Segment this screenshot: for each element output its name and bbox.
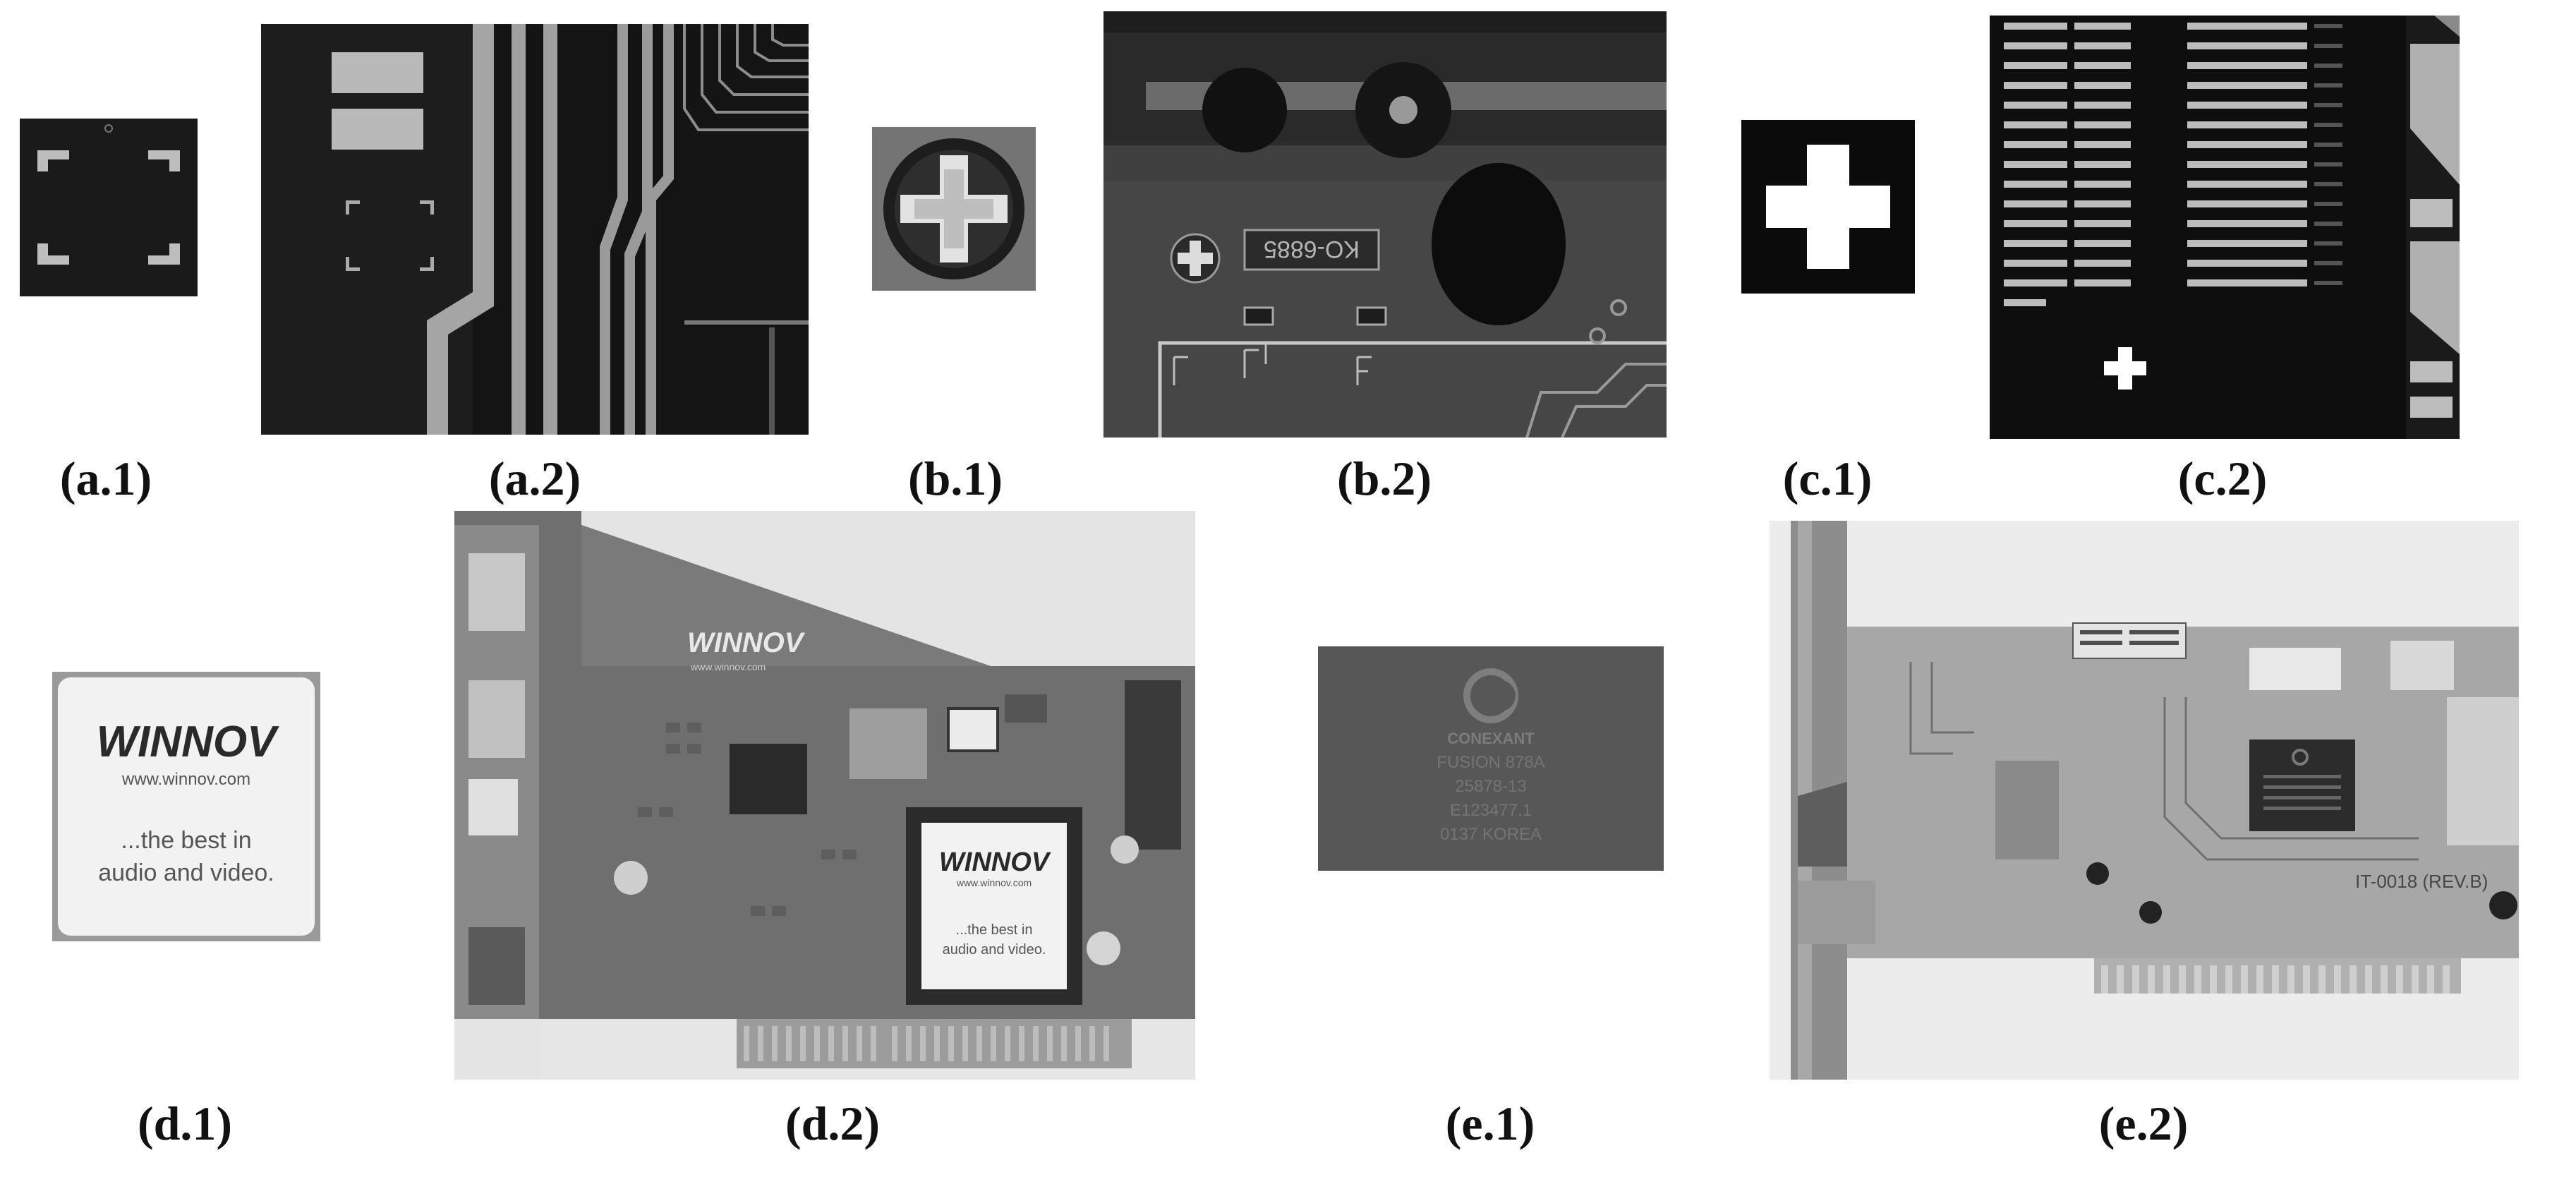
caption-e2: (e.2) (2098, 1097, 2189, 1150)
image-e1-template: CONEXANT FUSION 878A 25878-13 E123477.1 … (1318, 646, 1664, 871)
caption-a1: (a.1) (59, 452, 152, 505)
image-e2-scene: IT-0018 (REV.B) (1770, 521, 2519, 1080)
image-b1-template (872, 127, 1036, 291)
caption-d2: (d.2) (785, 1097, 881, 1150)
caption-b1: (b.1) (907, 452, 1003, 505)
image-c1-template (1741, 120, 1915, 294)
caption-c2: (c.2) (2177, 452, 2268, 505)
caption-e1: (e.1) (1445, 1097, 1535, 1150)
d2-silk-url: www.winnov.com (690, 661, 766, 672)
e1-chip-brand: CONEXANT (1447, 730, 1535, 747)
caption-b2: (b.2) (1336, 452, 1432, 505)
e1-chip-line5: 0137 KOREA (1440, 825, 1542, 844)
caption-a2: (a.2) (488, 452, 581, 505)
e2-board-label: IT-0018 (REV.B) (2355, 871, 2488, 892)
d1-logo-text: WINNOV (97, 718, 280, 766)
e1-chip-line4: E123477.1 (1450, 801, 1532, 820)
d2-silk-logo: WINNOV (687, 627, 806, 658)
image-a2-scene (261, 24, 809, 435)
image-c2-scene (1990, 16, 2460, 439)
b2-marking-text: KO-6885 (1264, 236, 1360, 262)
caption-d1: (d.1) (137, 1097, 233, 1150)
image-d1-template: WINNOV www.winnov.com ...the best in aud… (52, 672, 320, 941)
d1-url-text: www.winnov.com (121, 770, 250, 789)
d1-tagline-2: audio and video. (98, 859, 274, 886)
image-a1-template (20, 119, 198, 296)
image-b2-scene: KO-6885 (1103, 11, 1667, 437)
e1-chip-line3: 25878-13 (1455, 777, 1526, 796)
image-d2-scene: WINNOV www.winnov.com WINNOV www.winnov.… (454, 511, 1195, 1080)
d2-label-tag2: audio and video. (943, 942, 1046, 958)
caption-c1: (c.1) (1782, 452, 1873, 505)
d2-label-logo: WINNOV (939, 847, 1051, 877)
d2-label-url: www.winnov.com (956, 877, 1032, 888)
d1-tagline-1: ...the best in (121, 827, 251, 854)
d2-label-tag1: ...the best in (956, 922, 1033, 938)
e1-chip-line2: FUSION 878A (1437, 753, 1544, 772)
